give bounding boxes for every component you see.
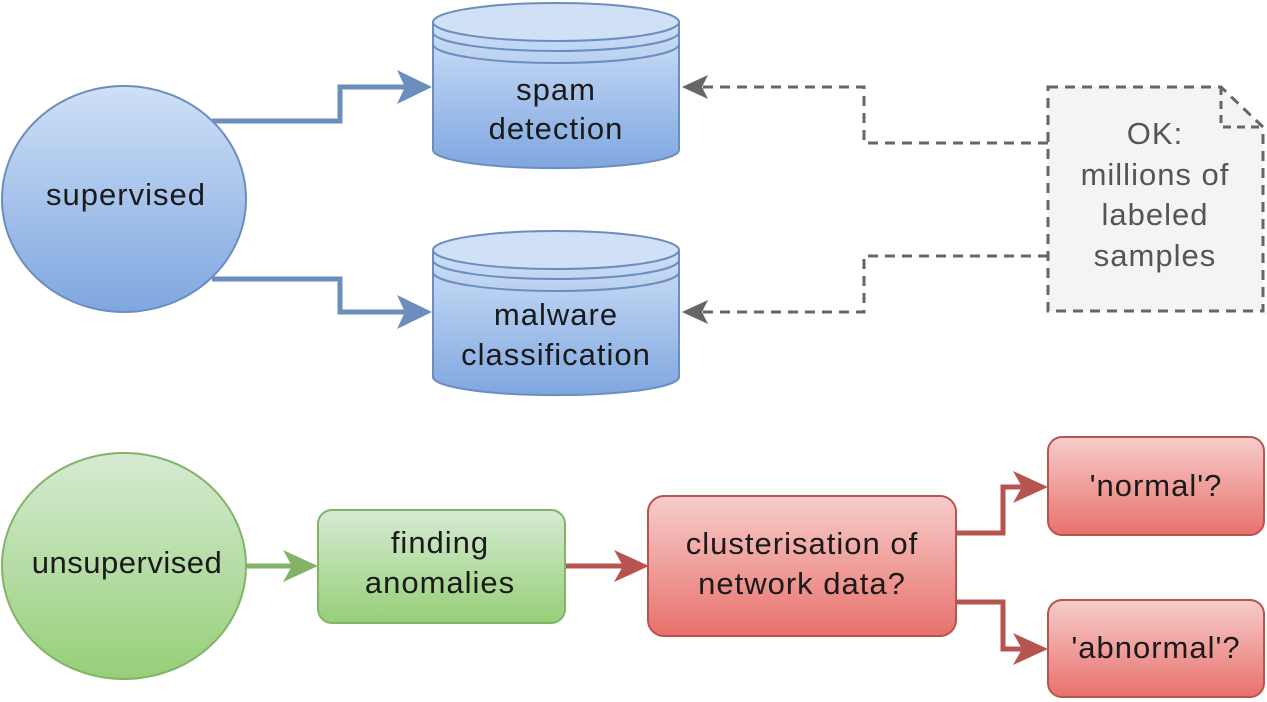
arrowhead-icon [682, 300, 708, 324]
node-abnormal[interactable]: 'abnormal'? [1047, 599, 1265, 698]
arrowhead-icon [397, 295, 432, 329]
node-label-line-1: malware [494, 297, 618, 332]
node-label: 'abnormal'? [1071, 630, 1240, 665]
node-label: supervised [46, 177, 206, 212]
node-unsupervised[interactable]: unsupervised [1, 452, 247, 680]
edge-note-to-spam [682, 75, 1048, 145]
arrowhead-icon [1013, 633, 1048, 665]
node-label-line-2: detection [489, 111, 624, 146]
node-supervised[interactable]: supervised [1, 85, 247, 313]
arrowhead-icon [614, 550, 649, 582]
note-label-line-3: labeled [1102, 197, 1209, 232]
node-label-line-2: network data? [698, 566, 906, 601]
node-label-line-1: spam [516, 72, 596, 107]
node-labeled-samples-note[interactable]: OK: millions of labeled samples [1046, 85, 1265, 313]
arrowhead-icon [682, 75, 708, 99]
node-label: 'normal'? [1090, 468, 1223, 503]
node-finding-anomalies[interactable]: finding anomalies [317, 509, 566, 624]
node-label-line-2: classification [461, 337, 651, 372]
edge-note-to-malware [682, 254, 1048, 324]
note-label-line-1: OK: [1127, 116, 1183, 151]
edge-clusterisation-to-abnormal [956, 599, 1048, 665]
node-label-line-1: clusterisation of [686, 526, 918, 561]
node-label: unsupervised [32, 545, 222, 580]
node-malware-classification[interactable]: malware classification [432, 230, 680, 397]
node-label-line-1: finding [391, 525, 489, 560]
node-clusterisation[interactable]: clusterisation of network data? [647, 495, 957, 637]
node-normal[interactable]: 'normal'? [1047, 436, 1265, 536]
note-label-line-2: millions of [1081, 157, 1230, 192]
edge-clusterisation-to-normal [956, 471, 1048, 536]
node-spam-detection[interactable]: spam detection [432, 2, 680, 170]
note-label-line-4: samples [1094, 238, 1216, 273]
edge-unsupervised-to-anomalies [245, 550, 318, 582]
arrowhead-icon [397, 70, 432, 104]
edge-anomalies-to-clusterisation [565, 550, 649, 582]
edge-supervised-to-malware [212, 276, 432, 329]
arrowhead-icon [283, 550, 318, 582]
arrowhead-icon [1013, 471, 1048, 503]
node-label-line-2: anomalies [365, 565, 515, 600]
edge-supervised-to-spam [212, 70, 432, 124]
